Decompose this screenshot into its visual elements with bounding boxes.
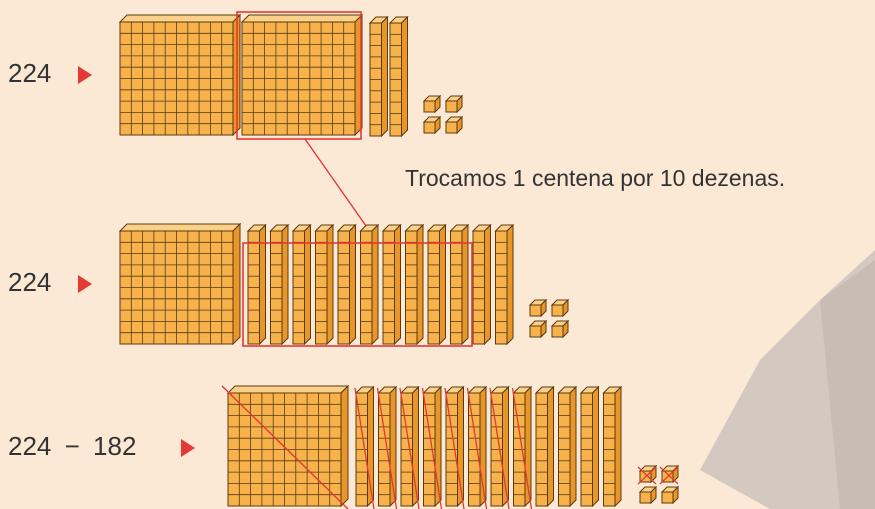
row3-hundred-block [226, 384, 350, 508]
row3-minuend: 224 [8, 431, 52, 461]
ten-cross-line [354, 387, 375, 509]
exchange-highlight-box [236, 11, 362, 140]
row3-ten-rod [579, 385, 600, 508]
row1-hundred-block [240, 13, 364, 137]
row3-ten-rod [557, 385, 578, 508]
row2-ten-rod [381, 223, 402, 346]
row3-ten-rod [602, 385, 623, 508]
row1-unit-cube-3 [422, 115, 442, 135]
row3-unit-cube-3 [638, 485, 658, 505]
row3-subtraction-label: 224 − 182 [8, 431, 136, 462]
row2-ten-rod [314, 223, 335, 346]
decorative-shape-2 [820, 260, 875, 509]
row2-ten-rod [471, 223, 492, 346]
row3-ten-rod [512, 385, 533, 508]
row1-unit-cube-1 [422, 94, 442, 114]
ten-cross-line [511, 387, 533, 509]
row2-hundred-block [118, 222, 242, 346]
row2-number-label: 224 [8, 267, 52, 297]
row1-unit-cube-2 [444, 94, 464, 114]
row1-number-label: 224 [8, 58, 52, 88]
hundred-cross-line [221, 385, 349, 509]
one-cross-line [637, 466, 657, 485]
row3-arrow-icon [181, 439, 195, 457]
row1-arrow-icon [78, 66, 92, 84]
ten-cross-line [489, 387, 510, 509]
row3-cross-out-marks [221, 385, 679, 509]
row1-hundred-block [118, 13, 242, 137]
exchange-note: Trocamos 1 centena por 10 dezenas. [405, 165, 786, 191]
row2-ten-rod [494, 223, 515, 346]
row1-ten-rod [368, 15, 389, 138]
row3-ten-rod [534, 385, 555, 508]
row2-ten-rod [359, 223, 380, 346]
row2-ten-rod [426, 223, 447, 346]
row2-unit-cube-3 [528, 319, 548, 339]
ten-cross-line [399, 387, 420, 509]
row2-ten-rod [246, 223, 267, 346]
row3-operator: − [64, 431, 80, 461]
new-tens-highlight-box [242, 242, 473, 347]
row2-unit-cube-1 [528, 298, 548, 318]
row2-ten-rod [449, 223, 470, 346]
row2-ten-rod [269, 223, 290, 346]
row3-unit-cube-4 [660, 485, 680, 505]
row2-unit-cube-4 [550, 319, 570, 339]
row2-arrow-icon [78, 275, 92, 293]
row2-unit-cube-2 [550, 298, 570, 318]
row2-ten-rod [291, 223, 312, 346]
row3-subtrahend: 182 [93, 431, 137, 461]
ten-cross-line [444, 387, 465, 509]
ten-cross-line [421, 387, 443, 509]
row1-ten-rod [388, 15, 409, 138]
row2-ten-rod [404, 223, 425, 346]
ten-cross-line [466, 387, 488, 509]
one-cross-line [659, 466, 679, 485]
row1-unit-cube-4 [444, 115, 464, 135]
ten-cross-line [376, 387, 398, 509]
